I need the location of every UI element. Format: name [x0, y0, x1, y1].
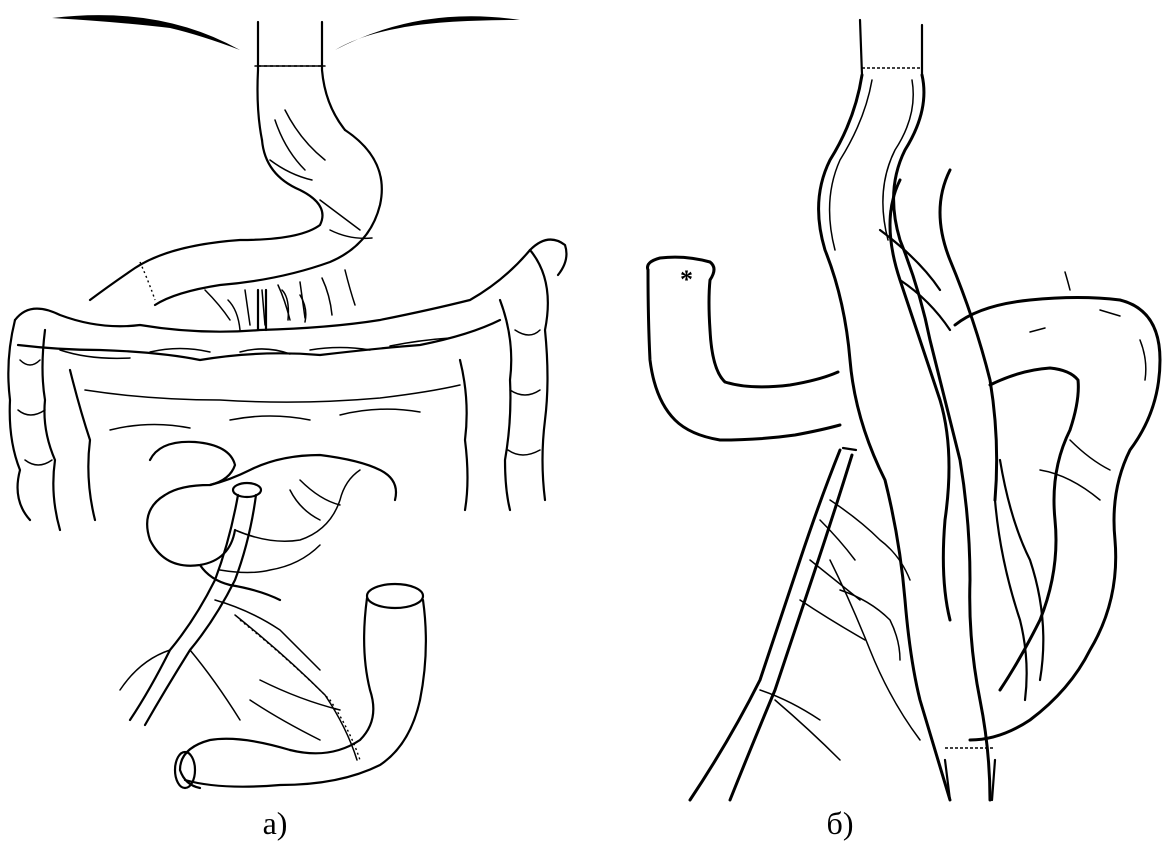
- upper-anastomosis: [860, 20, 922, 75]
- caption-a: а): [215, 805, 335, 842]
- mesenteric-vessel-tree: [120, 470, 360, 725]
- small-bowel-loops: [147, 442, 396, 600]
- descending-colon: [500, 250, 548, 510]
- diaphragm: [52, 15, 520, 50]
- panel-b-illustration: *: [600, 0, 1168, 810]
- asterisk-marker: *: [680, 265, 693, 294]
- mesocolon: [70, 360, 468, 520]
- caption-b: б): [780, 805, 900, 842]
- panel-a-illustration: [0, 0, 590, 810]
- duodenal-stump: *: [648, 257, 841, 440]
- mesentery-left: [690, 448, 920, 800]
- esophagus: [255, 22, 345, 140]
- transverse-colon: [15, 240, 566, 360]
- stomach-conduit: [90, 110, 382, 305]
- gastric-vessels: [205, 270, 355, 330]
- jejunal-loop: [175, 584, 426, 788]
- ascending-colon: [8, 320, 60, 530]
- main-conduit: [819, 75, 990, 800]
- colon-loop: [955, 272, 1160, 740]
